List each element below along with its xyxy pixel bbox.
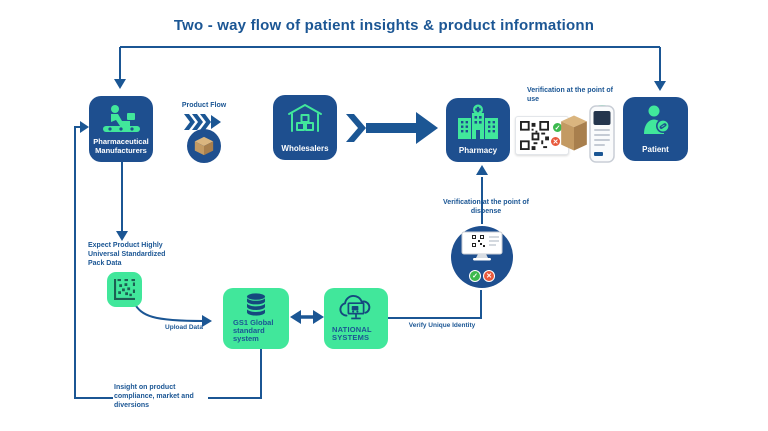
product-flow-chevrons-icon [184,114,222,130]
arrowhead-right-national [313,310,324,324]
node-label-gs1: GS1 Global standard system [233,318,274,343]
label-insight: Insight on product compliance, market an… [114,384,194,409]
point-of-use-package-icon [560,114,588,152]
node-gs1: GS1 Global standard system [223,288,289,349]
label-verification-point-of-use: Verification at the point of use [527,87,613,103]
datamatrix-icon [114,279,135,300]
unique-id-tile [107,272,142,307]
node-patient: Patient [623,97,688,161]
node-pharmaceutical-manufacturers: Pharmaceutical Manufacturers [89,96,153,162]
national-to-dispense-line [388,290,482,319]
cross-icon: ✕ [550,136,561,147]
node-label-pharmacy: Pharmacy [458,145,498,155]
insight-feedback-line [74,126,113,399]
arrowhead-down-patient [654,81,666,91]
product-package-circle [187,129,221,163]
arrowhead-down-manufacturers [114,79,126,89]
database-icon [223,293,289,316]
label-verify-unique-identity: Verify Unique Identity [408,322,476,329]
wholesalers-to-pharmacy-arrow [346,112,438,144]
diagram-title: Two - way flow of patient insights & pro… [173,17,595,34]
point-of-use-scan-card: ✓ ✕ [515,116,569,155]
pharmacy-building-icon [446,104,510,140]
warehouse-icon [273,102,337,134]
gs1-bottom-line [208,349,262,399]
cloud-monitor-icon [324,292,388,322]
node-label-national-systems: NATIONAL SYSTEMS [332,325,372,342]
node-wholesalers: Wholesalers [273,95,337,160]
arrowhead-right-into-manufacturers [80,121,89,133]
cross-icon: ✕ [483,270,495,282]
node-label-patient: Patient [642,144,669,154]
dispense-circle: ✓ ✕ [451,226,513,288]
package-box-icon [193,135,215,157]
node-national-systems: NATIONAL SYSTEMS [324,288,388,349]
factory-conveyor-worker-icon [89,104,153,134]
qr-code-icon [520,121,549,150]
patient-pill-icon [623,104,688,136]
label-product-flow: Product Flow [181,102,227,109]
handheld-scanner-icon [589,104,615,164]
label-expect-product: Expect Product Highly Universal Standard… [88,242,166,267]
arrowhead-upload [202,315,212,327]
node-label-manufacturers: Pharmaceutical Manufacturers [93,137,149,155]
node-pharmacy: Pharmacy [446,98,510,162]
node-label-wholesalers: Wholesalers [281,143,329,153]
label-upload-data: Upload Data [165,324,203,331]
upload-curve-line [133,302,205,322]
monitor-qr-icon [459,231,505,261]
check-icon: ✓ [469,270,481,282]
arrowhead-left-gs1 [290,310,301,324]
arrowhead-down-expect [116,231,128,241]
arrowhead-up-pharmacy [476,165,488,175]
label-verification-point-of-dispense: Verification at the point of dispense [443,199,529,215]
